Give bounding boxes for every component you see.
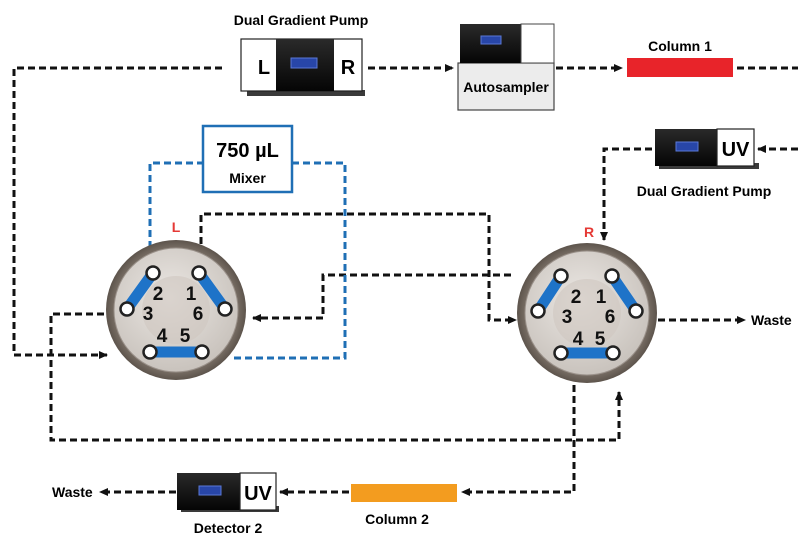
mixer-loop [148, 161, 347, 360]
column-2-label: Column 2 [365, 511, 429, 527]
valve-right-port-hole [604, 268, 620, 284]
valve-left-hub [142, 276, 210, 344]
pump-right[interactable]: UV [655, 128, 798, 169]
valve-right-port-hole [553, 345, 569, 361]
valve-left-name: L [172, 219, 181, 235]
line-uv-pump-to-right-valve [600, 147, 652, 241]
valve-left-port-hole [142, 344, 158, 360]
valve-left-port-3: 3 [143, 304, 154, 325]
valve-right-port-2: 2 [571, 287, 582, 308]
detector-2-title: Detector 2 [194, 520, 263, 536]
mixer-volume: 750 µL [216, 140, 279, 162]
valve-right-port-hole [530, 303, 546, 319]
valve-left-port-2: 2 [153, 284, 164, 305]
pump-top-left-label: L [258, 57, 270, 79]
autosampler[interactable]: Autosampler [457, 23, 555, 111]
column-1-label: Column 1 [648, 38, 712, 54]
valve-right-port-6: 6 [605, 307, 616, 328]
detector-2-display [198, 485, 222, 496]
autosampler-top-white [520, 23, 555, 64]
valve-left-port-hole [194, 344, 210, 360]
pump-right-label: UV [722, 139, 750, 161]
column-1-body [627, 58, 733, 77]
pump-right-title: Dual Gradient Pump [637, 183, 772, 199]
pump-right-display [675, 141, 699, 152]
pump-right-white [716, 128, 755, 167]
mixer-box [201, 124, 294, 194]
column-2-body [351, 484, 457, 502]
waste-right-label: Waste [751, 312, 792, 328]
valve-right-port-4: 4 [573, 329, 584, 350]
valve-left-port-hole [217, 301, 233, 317]
valve-left-port-1: 1 [186, 284, 197, 305]
autosampler-bottom [457, 62, 555, 111]
pump-top-display [290, 57, 318, 69]
column-1[interactable]: Column 1 [627, 38, 733, 77]
flow-lines [12, 64, 798, 496]
valve-left-port-4: 4 [157, 326, 168, 347]
valve-right-port-hole [605, 345, 621, 361]
valve-left[interactable]: L 2 1 3 6 4 5 [106, 219, 246, 380]
autosampler-label: Autosampler [463, 79, 549, 95]
valve-left-port-hole [145, 265, 161, 281]
mixer-label: Mixer [229, 170, 266, 186]
valve-right-port-5: 5 [595, 329, 606, 350]
autosampler-display [480, 35, 502, 45]
valve-right-port-hole [553, 268, 569, 284]
detector-2-white [239, 472, 277, 511]
mixer[interactable]: 750 µL Mixer [201, 124, 294, 194]
mixer-line-right [232, 161, 347, 360]
detector-2-label: UV [244, 483, 272, 505]
valve-right[interactable]: R 2 1 3 6 4 5 [517, 224, 657, 383]
valve-left-port-6: 6 [193, 304, 204, 325]
waste-left-label: Waste [52, 484, 93, 500]
valve-right-port-3: 3 [562, 307, 573, 328]
valve-left-port-5: 5 [180, 326, 191, 347]
valve-left-port-hole [119, 301, 135, 317]
pump-top-shadow [247, 90, 365, 96]
line-right-valve-to-left-valve [252, 273, 511, 322]
column-2[interactable]: Column 2 [351, 484, 457, 527]
valve-right-port-hole [628, 303, 644, 319]
detector-2[interactable]: UV [177, 472, 279, 512]
line-left-valve-to-right-valve-bottom [49, 312, 623, 442]
line-left-valve-to-right-valve [199, 212, 517, 324]
valve-left-port-hole [191, 265, 207, 281]
line-pump-l-to-left-valve [12, 66, 222, 359]
pump-top-right-label: R [341, 57, 356, 79]
line-right-valve-to-column2 [461, 385, 576, 496]
pump-top[interactable]: L R [240, 38, 365, 96]
pump-top-title: Dual Gradient Pump [234, 12, 369, 28]
valve-right-name: R [584, 224, 594, 240]
valve-right-hub [553, 279, 621, 347]
valve-right-port-1: 1 [596, 287, 607, 308]
mixer-line-left [148, 161, 203, 248]
